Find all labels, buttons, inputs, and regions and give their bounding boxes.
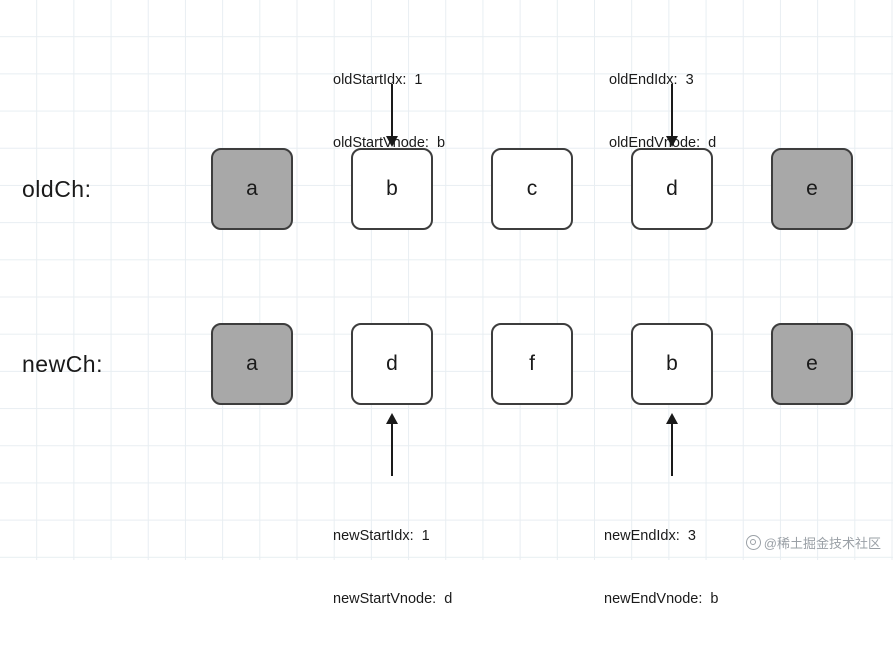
newch-node-1: d (351, 323, 433, 405)
oldch-node-4: e (771, 148, 853, 230)
oldch-node-2: c (491, 148, 573, 230)
arrow-new-end-icon (671, 423, 673, 476)
annotation-new-end-line1: newEndIdx: 3 (604, 528, 696, 544)
newch-node-4: e (771, 323, 853, 405)
annotation-new-start: newStartIdx: 1 newStartVnode: d (333, 484, 452, 652)
newch-node-0: a (211, 323, 293, 405)
annotation-old-end-line1: oldEndIdx: 3 (609, 72, 694, 88)
oldch-node-0: a (211, 148, 293, 230)
newch-node-3: b (631, 323, 713, 405)
arrow-old-start-icon (391, 84, 393, 137)
annotation-old-end: oldEndIdx: 3 oldEndVnode: d (609, 28, 716, 196)
annotation-new-end-line2: newEndVnode: b (604, 591, 719, 607)
row-label-oldch: oldCh: (22, 176, 92, 202)
oldch-node-1: b (351, 148, 433, 230)
diagram-canvas: oldCh: newCh: a b c d e a d f b e oldSta… (0, 0, 893, 560)
annotation-old-start: oldStartIdx: 1 oldStartVnode: b (333, 28, 445, 196)
annotation-new-start-line1: newStartIdx: 1 (333, 528, 430, 544)
juejin-logo-icon (745, 535, 761, 550)
annotation-new-end: newEndIdx: 3 newEndVnode: b (604, 484, 718, 652)
newch-node-2: f (491, 323, 573, 405)
oldch-node-3: d (631, 148, 713, 230)
watermark: @稀土掘金技术社区 (745, 533, 881, 552)
row-label-newch: newCh: (22, 351, 103, 377)
watermark-text: @稀土掘金技术社区 (763, 536, 881, 551)
annotation-old-end-line2: oldEndVnode: d (609, 135, 717, 151)
annotation-old-start-line1: oldStartIdx: 1 (333, 72, 423, 88)
annotation-new-start-line2: newStartVnode: d (333, 591, 453, 607)
arrow-old-end-icon (671, 84, 673, 137)
arrow-new-start-icon (391, 423, 393, 476)
annotation-old-start-line2: oldStartVnode: b (333, 135, 446, 151)
